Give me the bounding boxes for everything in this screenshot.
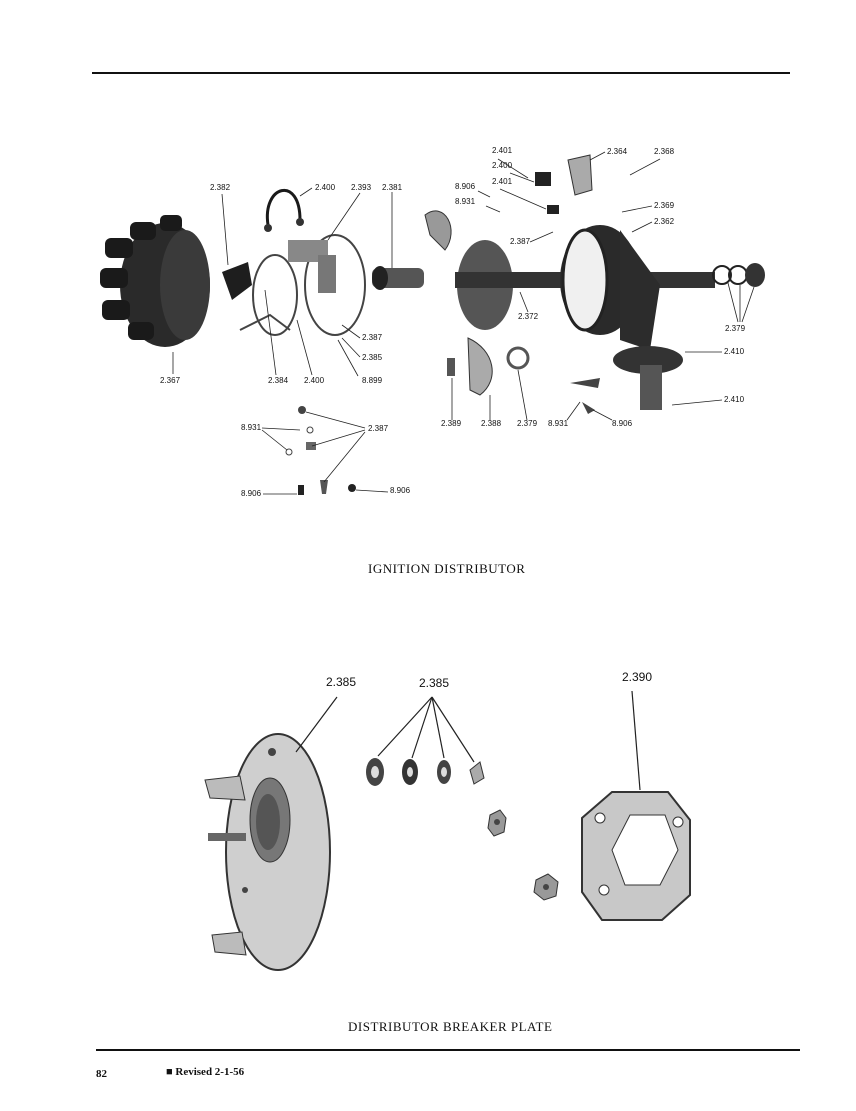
figure-caption: DISTRIBUTOR BREAKER PLATE [348,1019,553,1034]
callout-label: 8.906 [455,182,476,191]
callout-label: 2.362 [654,217,675,226]
callout-label: 2.401 [492,177,513,186]
callout-label: 2.389 [441,419,462,428]
callout-label: 8.906 [390,486,411,495]
callout-label: 2.387 [362,333,383,342]
callout-label: 2.388 [481,419,502,428]
callout-label: 2.381 [382,183,403,192]
callout-label: 2.385 [326,675,357,689]
callout-label: 2.390 [622,670,653,684]
callout-label: 2.369 [654,201,675,210]
callout-label: 2.382 [210,183,231,192]
callout-label: 8.931 [241,423,262,432]
callout-label: 2.401 [492,146,513,155]
callout-label: 8.931 [548,419,569,428]
callout-label: 2.385 [419,676,450,690]
callout-label: 2.393 [351,183,372,192]
callout-label: 2.379 [517,419,538,428]
callout-label: 2.400 [315,183,336,192]
callout-label: 2.367 [160,376,181,385]
callout-label: 2.387 [368,424,389,433]
page-number: 82 [96,1068,107,1080]
callout-label: 2.384 [268,376,289,385]
callout-label: 2.385 [362,353,383,362]
top-rule [92,72,790,74]
callout-label: 8.906 [612,419,633,428]
callout-label: 2.410 [724,395,745,404]
callout-label: 2.387 [510,237,531,246]
bottom-rule [96,1049,800,1051]
figure-caption: IGNITION DISTRIBUTOR [368,561,526,576]
callout-label: 2.400 [304,376,325,385]
callout-label: 2.410 [724,347,745,356]
distributor-cap-illustration [100,215,210,347]
callout-label: 2.368 [654,147,675,156]
callout-label: 8.931 [455,197,476,206]
callout-label: 8.906 [241,489,262,498]
revision-note: ■ Revised 2-1-56 [166,1066,245,1078]
callout-label: 8.899 [362,376,383,385]
callout-label: 2.379 [725,324,746,333]
callout-label: 2.364 [607,147,628,156]
callout-label: 2.400 [492,161,513,170]
callout-label: 2.372 [518,312,539,321]
